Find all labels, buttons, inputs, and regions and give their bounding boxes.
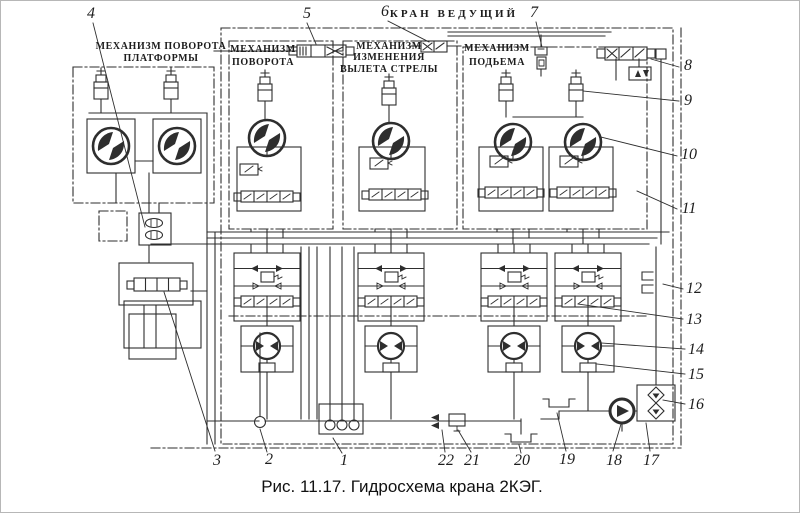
callout-14: 14 (688, 341, 704, 358)
figure-caption: Рис. 11.17. Гидросхема крана 2КЭГ. (261, 477, 543, 496)
callout-10: 10 (681, 146, 697, 163)
callout-4: 4 (87, 5, 95, 22)
callout-6: 6 (381, 3, 389, 20)
callout-leaders (92, 20, 686, 454)
section-titles: МЕХАНИЗМ ПОВОРОТА ПЛАТФОРМЫ МЕХАНИЗМ ПОВ… (96, 41, 530, 75)
hydraulic-motor-icon (91, 118, 603, 166)
section-title-slew-2: ПОВОРОТА (232, 57, 294, 68)
pump-group-assembly (234, 245, 621, 372)
callout-1: 1 (340, 452, 348, 469)
callout-2: 2 (265, 451, 273, 468)
callout-15: 15 (688, 366, 704, 383)
section-title-platform-rotation-2: ПЛАТФОРМЫ (123, 53, 198, 64)
callout-22: 22 (438, 452, 454, 469)
drain-port-icon (253, 415, 267, 429)
components (91, 40, 676, 443)
relief-valve-icon (431, 413, 466, 432)
callout-5: 5 (303, 5, 311, 22)
callout-20: 20 (514, 452, 530, 469)
section-title-platform-rotation: МЕХАНИЗМ ПОВОРОТА (96, 41, 227, 52)
tank-icon (542, 398, 576, 408)
counterbalance-valve-icon (144, 217, 164, 241)
callout-12: 12 (686, 280, 702, 297)
callout-9: 9 (684, 92, 692, 109)
callout-16: 16 (688, 396, 704, 413)
callout-numbers: 4 5 6 7 8 9 10 11 12 13 14 15 16 17 18 1… (87, 3, 704, 469)
section-title-slew: МЕХАНИЗМ (230, 44, 296, 55)
callout-17: 17 (643, 452, 660, 469)
hose-connection-box (318, 403, 364, 435)
section-boundaries (72, 27, 682, 449)
callout-7: 7 (530, 4, 539, 21)
top-label: КРАН ВЕДУЩИЙ (390, 8, 518, 20)
filter-block-icon (636, 384, 676, 422)
feed-pump-icon (608, 397, 636, 425)
callout-19: 19 (559, 451, 575, 468)
accumulator-icon (641, 271, 654, 294)
section-title-boom-reach: МЕХАНИЗМ (356, 41, 422, 52)
callout-3: 3 (212, 452, 221, 469)
brake-cylinder-icon (93, 67, 584, 106)
callout-13: 13 (686, 311, 702, 328)
pipelines (86, 31, 670, 445)
callout-21: 21 (464, 452, 480, 469)
section-title-boom-reach-2: ИЗМЕНЕНИЯ (353, 52, 425, 63)
pilot-valve-icon (288, 40, 667, 81)
callout-18: 18 (606, 452, 622, 469)
section-title-hoist: МЕХАНИЗМ (464, 43, 530, 54)
section-title-hoist-2: ПОДЬЕМА (469, 57, 525, 68)
tank-icon (504, 433, 538, 443)
callout-8: 8 (684, 57, 692, 74)
callout-11: 11 (682, 200, 697, 217)
section-title-boom-reach-3: ВЫЛЕТА СТРЕЛЫ (340, 64, 438, 75)
